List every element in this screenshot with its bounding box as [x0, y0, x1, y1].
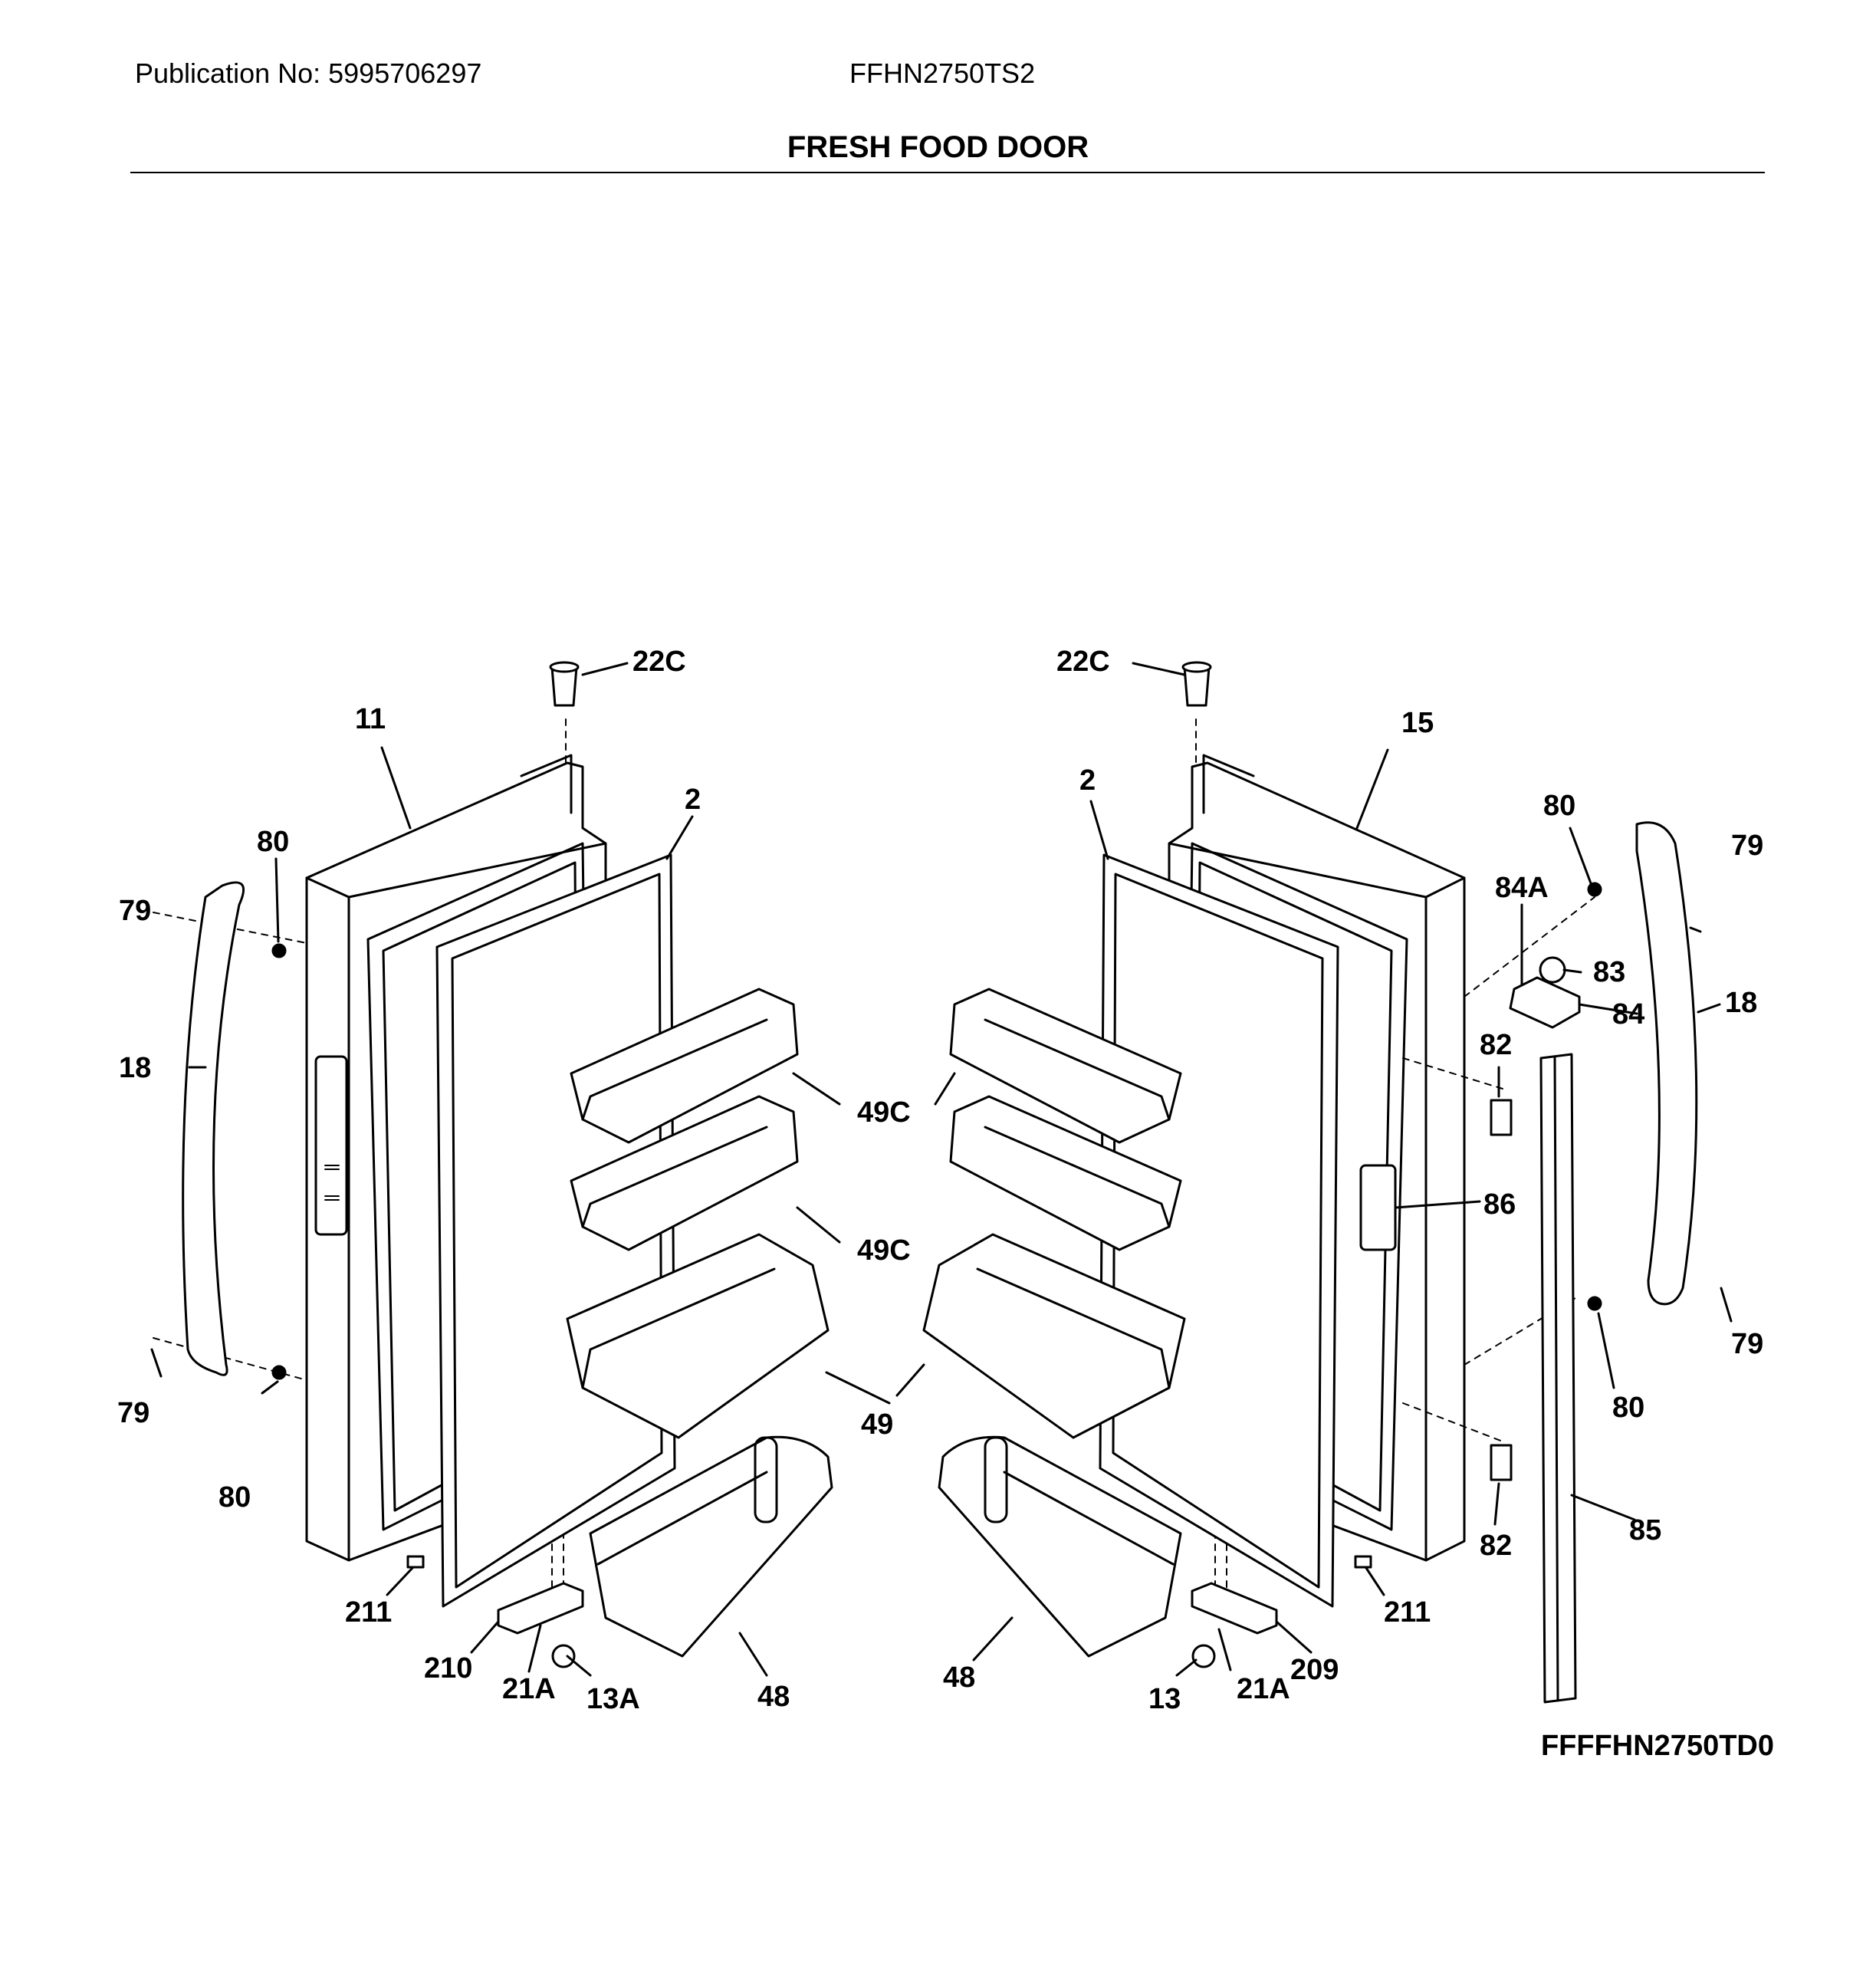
callout-13a: 13A	[586, 1683, 640, 1715]
left-door-bin-49c-upper	[570, 988, 799, 1144]
callout-80-bottom-right: 80	[1612, 1392, 1644, 1424]
callout-49c-upper: 49C	[857, 1096, 911, 1129]
callout-79-bottom-left: 79	[117, 1397, 149, 1429]
callout-48-right: 48	[943, 1662, 975, 1694]
right-handle	[1635, 821, 1698, 1306]
callout-79-bottom-right: 79	[1731, 1328, 1763, 1360]
right-door-bin-upper	[949, 988, 1182, 1144]
diagram-code: FFFFHN2750TD0	[1540, 1730, 1774, 1762]
hinge-cap-left	[549, 661, 580, 707]
clip-211-right	[1354, 1555, 1372, 1569]
mullion-hinge-84	[1509, 956, 1581, 1029]
callout-79-top-left: 79	[119, 895, 151, 927]
handle-screws	[271, 882, 1602, 1380]
callout-211-left: 211	[345, 1596, 392, 1629]
guide-82-lower	[1490, 1444, 1513, 1481]
callout-13: 13	[1148, 1683, 1181, 1715]
right-door-bin-48	[938, 1435, 1182, 1658]
callout-49c-lower: 49C	[857, 1234, 911, 1267]
right-door-gasket	[1099, 853, 1339, 1608]
left-handle	[182, 881, 245, 1376]
callout-80-bottom-left: 80	[218, 1481, 251, 1514]
callout-86: 86	[1483, 1188, 1516, 1221]
callout-21a-right: 21A	[1237, 1673, 1290, 1705]
page-title: FRESH FOOD DOOR	[787, 130, 1089, 164]
callout-22c-left: 22C	[632, 646, 686, 678]
callout-18-right: 18	[1725, 987, 1757, 1019]
callout-2-left: 2	[685, 784, 701, 816]
callout-labels: 22C 22C 11 15 2 2 80 80 80 80 79 79 79 7…	[117, 646, 1763, 1715]
right-door-bin-lower	[922, 1233, 1186, 1439]
header-divider	[130, 172, 1765, 173]
left-door-gasket	[435, 853, 676, 1608]
mullion-trim-85	[1539, 1053, 1577, 1704]
callout-82-top: 82	[1480, 1029, 1512, 1061]
bottom-hinge-left	[497, 1582, 584, 1668]
callout-85: 85	[1629, 1514, 1661, 1546]
callout-84a: 84A	[1495, 872, 1549, 904]
left-door-bin-49	[566, 1233, 830, 1439]
callout-15: 15	[1401, 707, 1434, 739]
callout-48-left: 48	[757, 1681, 790, 1713]
guide-82-upper	[1490, 1099, 1513, 1136]
callout-83: 83	[1593, 956, 1625, 988]
hinge-cap-right	[1181, 661, 1212, 707]
callout-11: 11	[355, 703, 386, 735]
callout-18-left: 18	[119, 1052, 151, 1084]
callout-211-right: 211	[1384, 1596, 1431, 1629]
callout-79-top-right: 79	[1731, 830, 1763, 862]
left-door-bin-49c-lower	[570, 1095, 799, 1251]
callout-2-right: 2	[1079, 764, 1096, 797]
callout-80-top-right: 80	[1543, 790, 1575, 822]
clip-211-left	[406, 1555, 425, 1569]
callout-84: 84	[1612, 998, 1644, 1030]
callout-80-top-left: 80	[257, 826, 289, 858]
callout-210: 210	[424, 1652, 472, 1685]
callout-209: 209	[1290, 1654, 1339, 1686]
publication-number: Publication No: 5995706297	[135, 58, 482, 89]
callout-22c-right: 22C	[1056, 646, 1110, 678]
bottom-hinge-right	[1191, 1582, 1278, 1668]
callout-21a-left: 21A	[502, 1673, 556, 1705]
left-door-bin-48	[589, 1435, 833, 1658]
callout-49: 49	[861, 1408, 893, 1441]
leader-lines	[150, 662, 1733, 1677]
right-door-bin-middle	[949, 1095, 1182, 1251]
callout-82-bottom: 82	[1480, 1530, 1512, 1562]
model-number: FFHN2750TS2	[849, 58, 1036, 89]
